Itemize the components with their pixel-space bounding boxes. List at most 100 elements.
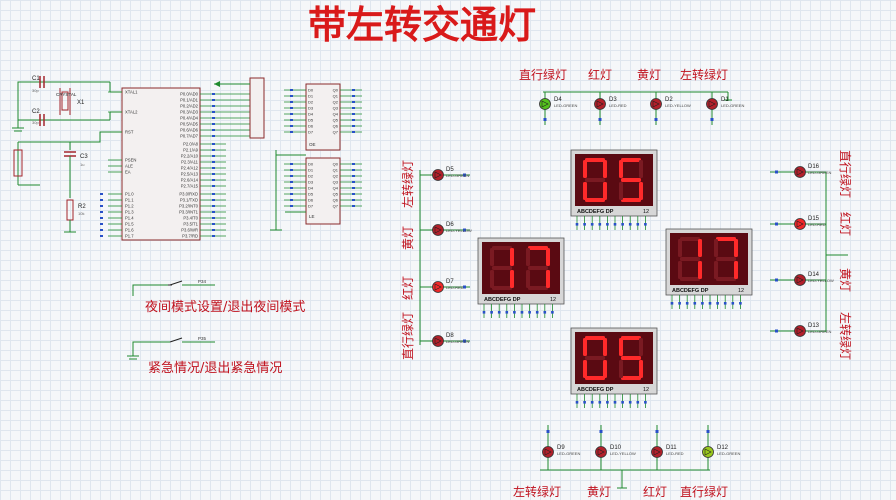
crystal-label: CRYSTAL xyxy=(56,92,77,97)
west-red-label: 红灯 xyxy=(400,276,415,300)
mcu-pin-label: P1.4 xyxy=(125,216,134,221)
mcu-pin-label: RST xyxy=(125,130,134,135)
east-leds: D16LED-GREEND15LED-REDD14LED-YELLOWD13LE… xyxy=(770,164,834,337)
display-pin-labels: ABCDEFG DP xyxy=(577,387,614,393)
led-ref: D6 xyxy=(446,222,454,228)
latch-oe: OE xyxy=(309,142,316,147)
led-type: LED-GREEN xyxy=(557,451,580,456)
c1-label: C1 xyxy=(32,76,40,82)
north-straight-green-label: 直行绿灯 xyxy=(519,67,567,82)
north-red-label: 红灯 xyxy=(588,67,612,82)
r2-label: R2 xyxy=(78,204,86,210)
led-type: LED-GREEN xyxy=(808,170,831,175)
led-type: LED-YELLOW xyxy=(808,278,834,283)
c3-value: 1u xyxy=(80,162,84,167)
led-body xyxy=(702,446,714,458)
switch-emergency-label: P35 xyxy=(198,336,207,341)
latch-output-label: Q5 xyxy=(333,118,339,123)
east-left-green-label: 左转绿灯 xyxy=(838,312,853,360)
latch-output-label: Q7 xyxy=(333,130,339,135)
north-light-bus xyxy=(543,91,732,101)
led-ref: D2 xyxy=(665,97,673,103)
west-straight-green-label: 直行绿灯 xyxy=(400,312,415,360)
display-pin-numbers: 12 xyxy=(643,387,649,393)
led-type: LED-GREEN xyxy=(721,103,744,108)
led-body xyxy=(542,446,554,458)
resistor-pack xyxy=(214,77,265,139)
latch-input-label: D1 xyxy=(308,94,314,99)
south-red-label: 红灯 xyxy=(643,484,667,499)
latch-chip-1 xyxy=(305,83,341,151)
east-yellow-label: 黄灯 xyxy=(838,268,852,292)
latch-output-label: Q3 xyxy=(333,106,339,111)
latch-output-label: Q6 xyxy=(333,124,339,129)
led-ref: D7 xyxy=(446,279,454,285)
display-pin-numbers: 12 xyxy=(643,209,649,215)
latch-le: LE xyxy=(309,214,315,219)
r2-value: 10k xyxy=(78,211,84,216)
led-type: LED-GREEN xyxy=(446,173,469,178)
led-body xyxy=(539,98,551,110)
night-mode-switch[interactable] xyxy=(132,280,215,296)
latch-output-label: Q7 xyxy=(333,204,339,209)
south-light-bus xyxy=(540,469,710,489)
north-yellow-label: 黄灯 xyxy=(637,68,661,82)
south-leds: D9LED-GREEND10LED-YELLOWD11LED-REDD12LED… xyxy=(542,425,740,470)
latch-input-label: D7 xyxy=(308,130,314,135)
latch-output-label: Q0 xyxy=(333,88,339,93)
mcu-left-pins: XTAL1XTAL2RSTPSENALEEAP1.0P1.1P1.2P1.3P1… xyxy=(100,90,138,239)
latch-input-label: D6 xyxy=(308,124,314,129)
led-body xyxy=(794,218,806,230)
led-type: LED-RED xyxy=(446,285,464,290)
led-body xyxy=(432,335,444,347)
led-ref: D5 xyxy=(446,167,454,173)
led-type: LED-RED xyxy=(808,222,826,227)
latch-output-label: Q5 xyxy=(333,192,339,197)
latch-input-label: D4 xyxy=(308,186,314,191)
latch-input-label: D0 xyxy=(308,162,314,167)
mcu-pin-label: P2.4/A12 xyxy=(181,166,199,171)
mcu-pin-label: P3.7/RD xyxy=(182,234,198,239)
mcu-pin-label: P0.0/AD0 xyxy=(180,92,199,97)
led-body xyxy=(594,98,606,110)
latch-input-label: D2 xyxy=(308,174,314,179)
mcu-pin-label: P0.7/AD7 xyxy=(180,134,199,139)
west-leds: D5LED-GREEND6LED-YELLOWD7LED-REDD8LED-GR… xyxy=(420,167,472,347)
mcu-pin-label: P0.3/AD3 xyxy=(180,110,199,115)
display-pin-labels: ABCDEFG DP xyxy=(484,297,521,303)
led-type: LED-YELLOW xyxy=(446,228,472,233)
east-red-label: 红灯 xyxy=(838,212,853,236)
led-body xyxy=(794,274,806,286)
led-ref: D4 xyxy=(554,97,562,103)
led-ref: D9 xyxy=(557,445,565,451)
led-ref: D16 xyxy=(808,164,820,170)
latch-output-label: Q4 xyxy=(333,112,339,117)
c2-label: C2 xyxy=(32,109,40,115)
mcu-pin-label: PSEN xyxy=(125,158,136,163)
latch-input-label: D3 xyxy=(308,180,314,185)
latch-output-label: Q2 xyxy=(333,174,339,179)
latch-input-label: D3 xyxy=(308,106,314,111)
mcu-pin-label: P2.0/A8 xyxy=(183,142,199,147)
latch-output-label: Q0 xyxy=(333,162,339,167)
latch-input-label: D1 xyxy=(308,168,314,173)
emergency-switch[interactable] xyxy=(127,337,215,360)
latch-input-label: D6 xyxy=(308,198,314,203)
led-type: LED-YELLOW xyxy=(665,103,691,108)
led-body xyxy=(794,325,806,337)
led-type: LED-RED xyxy=(609,103,627,108)
mcu-pin-label: EA xyxy=(125,170,131,175)
mcu-pin-label: P0.2/AD2 xyxy=(180,104,199,109)
c2-value: 30p xyxy=(32,120,39,125)
led-body xyxy=(706,98,718,110)
